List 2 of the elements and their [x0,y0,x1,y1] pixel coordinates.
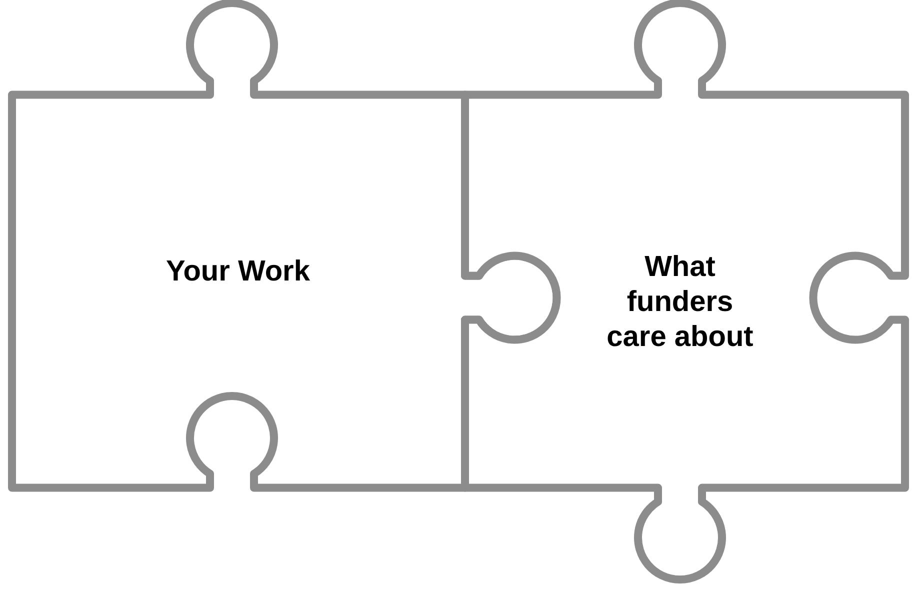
piece-label: What funders care about [606,250,754,354]
piece-label: Your Work [165,254,311,290]
